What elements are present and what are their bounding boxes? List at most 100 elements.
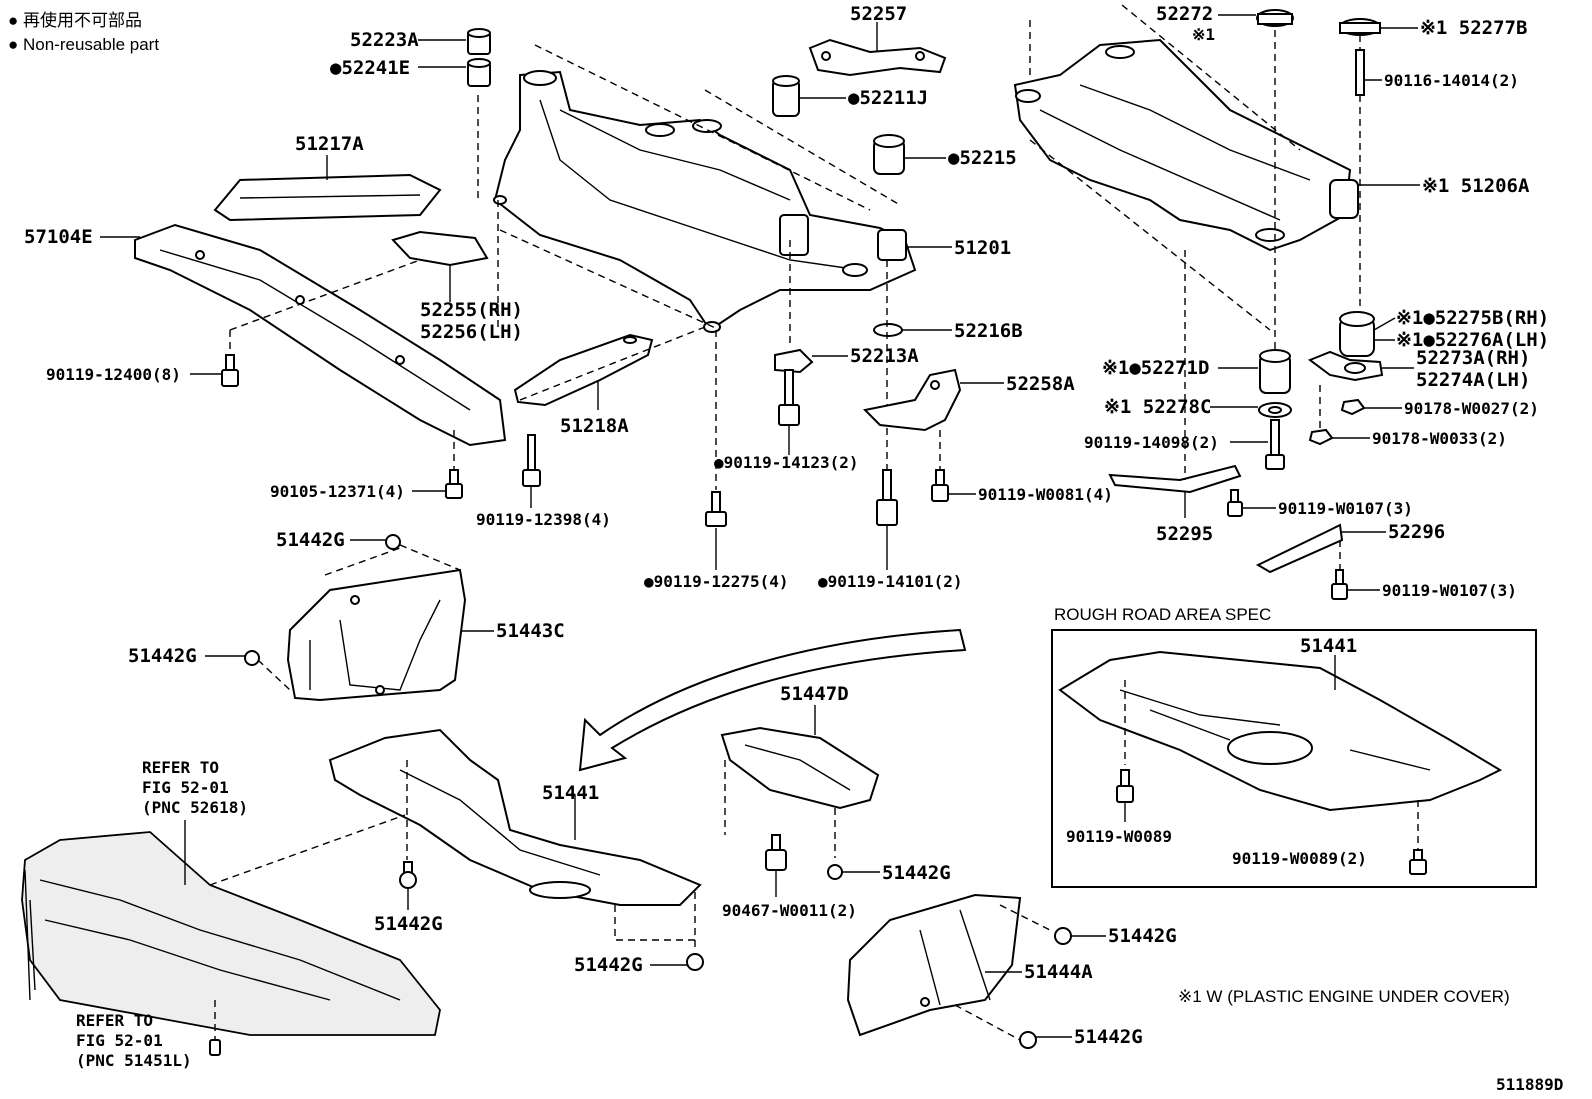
clip-51442G-under-b xyxy=(686,953,704,971)
front-crossmember-51201 xyxy=(493,70,917,333)
label-90119-12398: 90119-12398(4) xyxy=(476,510,611,529)
label-51444A: 51444A xyxy=(1024,961,1093,983)
clip-51442G-under-a xyxy=(399,861,417,889)
label-52213A: 52213A xyxy=(850,345,919,367)
label-52271D: ※1●52271D xyxy=(1102,357,1209,379)
label-90119-W0089-2: 90119-W0089(2) xyxy=(1232,849,1367,868)
rough-road-frame xyxy=(1051,629,1537,888)
refer-2-line2: FIG 52-01 xyxy=(76,1031,163,1050)
clip-51442G-left xyxy=(244,650,260,666)
label-90116-14014: 90116-14014(2) xyxy=(1384,71,1519,90)
label-52276A: ※1●52276A(LH) xyxy=(1396,329,1549,351)
bolt-90119-12275 xyxy=(705,491,727,527)
brace-57104E xyxy=(134,223,507,447)
plate-52273A-52274A xyxy=(1307,350,1384,382)
bolt-90119-14098 xyxy=(1265,419,1285,470)
bolt-90119-W0107-a xyxy=(1227,489,1243,517)
label-52258A: 52258A xyxy=(1006,373,1075,395)
brace-51217A xyxy=(213,173,442,222)
cover-51443C xyxy=(286,568,467,702)
diagram-code: 511889D xyxy=(1496,1075,1563,1094)
refer-2-line3: (PNC 51451L) xyxy=(76,1051,192,1070)
bushing-52211J xyxy=(772,75,800,117)
label-52273A: 52273A(RH) xyxy=(1416,347,1530,369)
washer-52278C xyxy=(1258,402,1292,418)
label-52272: 52272 xyxy=(1156,3,1213,25)
bracket-52258A xyxy=(862,368,962,432)
bolt-90119-W0107-b xyxy=(1331,569,1348,600)
label-51443C: 51443C xyxy=(496,620,565,642)
legend-non-reusable-jp: ● 再使用不可部品 xyxy=(8,10,142,30)
footnote-plastic-cover: ※1 W (PLASTIC ENGINE UNDER COVER) xyxy=(1178,987,1510,1006)
label-51442G-2: 51442G xyxy=(128,645,197,667)
rough-road-title: ROUGH ROAD AREA SPEC xyxy=(1054,605,1271,624)
label-52255: 52255(RH) xyxy=(420,299,523,321)
label-51441-rough: 51441 xyxy=(1300,635,1357,657)
label-52275B: ※1●52275B(RH) xyxy=(1396,307,1549,329)
bolt-90119-14123 xyxy=(778,369,800,426)
label-90119-W0107-a: 90119-W0107(3) xyxy=(1278,499,1413,518)
label-52216B: 52216B xyxy=(954,320,1023,342)
bolt-90119-12400 xyxy=(221,354,239,387)
label-52278C: ※1 52278C xyxy=(1104,396,1211,418)
label-52223A: 52223A xyxy=(350,29,419,51)
front-cover-52618 xyxy=(21,831,441,1036)
label-52274A: 52274A(LH) xyxy=(1416,369,1530,391)
clip-51442G-mid xyxy=(827,864,843,880)
label-52296: 52296 xyxy=(1388,521,1445,543)
label-57104E: 57104E xyxy=(24,226,93,248)
stud-90116-14014 xyxy=(1355,49,1365,96)
label-51442G-6: 51442G xyxy=(574,954,643,976)
label-90119-12400: 90119-12400(8) xyxy=(46,365,181,384)
label-51442G-4: 51442G xyxy=(374,913,443,935)
nut-90178-W0033 xyxy=(1308,428,1334,446)
bolt-90119-W0089-2 xyxy=(1409,849,1427,875)
bolt-90105-12371 xyxy=(445,469,463,499)
refer-1-line1: REFER TO xyxy=(142,758,219,777)
clip-51442G-right-a xyxy=(1054,927,1072,945)
label-51218A: 51218A xyxy=(560,415,629,437)
label-52241E: ●52241E xyxy=(330,57,410,79)
label-51442G-5: 51442G xyxy=(1108,925,1177,947)
bushing-52223A xyxy=(467,28,491,55)
label-90119-W0107-b: 90119-W0107(3) xyxy=(1382,581,1517,600)
cap-52272 xyxy=(1256,9,1294,27)
label-52257: 52257 xyxy=(850,3,907,25)
bolt-90119-W0081 xyxy=(931,469,949,502)
label-51442G-3: 51442G xyxy=(882,862,951,884)
label-90119-14123: ●90119-14123(2) xyxy=(714,453,859,472)
bolt-90119-W0089 xyxy=(1116,769,1134,803)
label-52256: 52256(LH) xyxy=(420,321,523,343)
label-51442G-1: 51442G xyxy=(276,529,345,551)
label-90178-W0033: 90178-W0033(2) xyxy=(1372,429,1507,448)
guard-51447D xyxy=(720,726,880,810)
legend-non-reusable-en: ● Non-reusable part xyxy=(8,35,159,54)
washer-52216B xyxy=(873,323,903,337)
label-90119-12275: ●90119-12275(4) xyxy=(644,572,789,591)
label-52277B: ※1 52277B xyxy=(1420,17,1527,39)
bolt-90119-12398 xyxy=(522,434,541,487)
cap-52277B xyxy=(1339,18,1381,36)
bushing-52275B-52276A xyxy=(1339,311,1375,357)
refer-1-line2: FIG 52-01 xyxy=(142,778,229,797)
under-cover-51441-rough xyxy=(1058,650,1503,812)
label-52295: 52295 xyxy=(1156,523,1213,545)
bracket-51218A xyxy=(513,333,654,407)
cover-51444A xyxy=(846,893,1022,1037)
label-90119-W0089: 90119-W0089 xyxy=(1066,827,1172,846)
nut-90178-W0027 xyxy=(1340,398,1366,416)
under-cover-51441 xyxy=(328,728,702,906)
clip-51442G-right-b xyxy=(1019,1031,1037,1049)
label-90119-W0081: 90119-W0081(4) xyxy=(978,485,1113,504)
label-51217A: 51217A xyxy=(295,133,364,155)
brace-52295 xyxy=(1108,464,1242,494)
cover-52255-52256 xyxy=(391,230,489,267)
label-52211J: ●52211J xyxy=(848,87,928,109)
bolt-90119-14101 xyxy=(876,469,898,526)
label-51447D: 51447D xyxy=(780,683,849,705)
label-90105-12371: 90105-12371(4) xyxy=(270,482,405,501)
bracket-52257 xyxy=(808,38,947,77)
clip-90467-W0011 xyxy=(765,834,787,871)
